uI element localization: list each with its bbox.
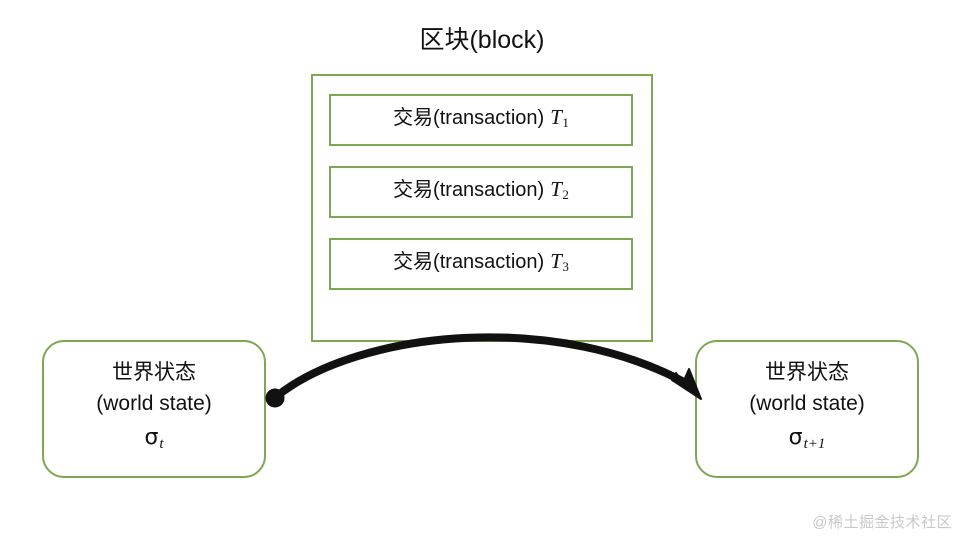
world-state-left-sigma: σ: [144, 424, 159, 450]
world-state-right-subscript: t+1: [803, 436, 826, 453]
transaction-symbol-sub-3: 3: [562, 259, 569, 275]
world-state-right-en: (world state): [749, 391, 865, 415]
transaction-box-1: 交易(transaction)T1: [329, 94, 633, 146]
world-state-right-cn: 世界状态: [765, 360, 849, 384]
arrow-start-dot: [265, 388, 285, 408]
transaction-text-2: 交易(transaction): [393, 178, 545, 201]
transaction-symbol-1: T1: [544, 104, 569, 131]
world-state-left-cn: 世界状态: [112, 360, 196, 384]
world-state-left-en: (world state): [96, 391, 212, 415]
world-state-left-subscript: t: [159, 436, 164, 453]
arrow-curve: [273, 333, 697, 400]
transaction-label-2: 交易(transaction)T2: [393, 177, 569, 208]
transaction-symbol-sub-2: 2: [562, 187, 569, 203]
transaction-label-1: 交易(transaction)T1: [393, 105, 569, 136]
block-title: 区块(block): [419, 26, 545, 54]
world-state-left-symbol: σt: [144, 422, 163, 461]
transaction-symbol-3: T3: [544, 248, 569, 275]
world-state-right-sigma: σ: [788, 424, 803, 450]
transaction-symbol-base-1: T: [550, 104, 562, 129]
transaction-symbol-base-2: T: [550, 176, 562, 201]
transaction-label-3: 交易(transaction)T3: [393, 249, 569, 280]
transaction-symbol-sub-1: 1: [562, 115, 569, 131]
watermark: @稀土掘金技术社区: [812, 514, 952, 531]
transaction-text-3: 交易(transaction): [393, 250, 545, 273]
world-state-box-right: 世界状态 (world state) σt+1: [695, 340, 919, 478]
transaction-text-1: 交易(transaction): [393, 106, 545, 129]
transaction-symbol-2: T2: [544, 176, 569, 203]
transaction-symbol-base-3: T: [550, 248, 562, 273]
world-state-right-symbol: σt+1: [789, 422, 826, 461]
world-state-box-left: 世界状态 (world state) σt: [42, 340, 266, 478]
transaction-box-3: 交易(transaction)T3: [329, 238, 633, 290]
transaction-box-2: 交易(transaction)T2: [329, 166, 633, 218]
